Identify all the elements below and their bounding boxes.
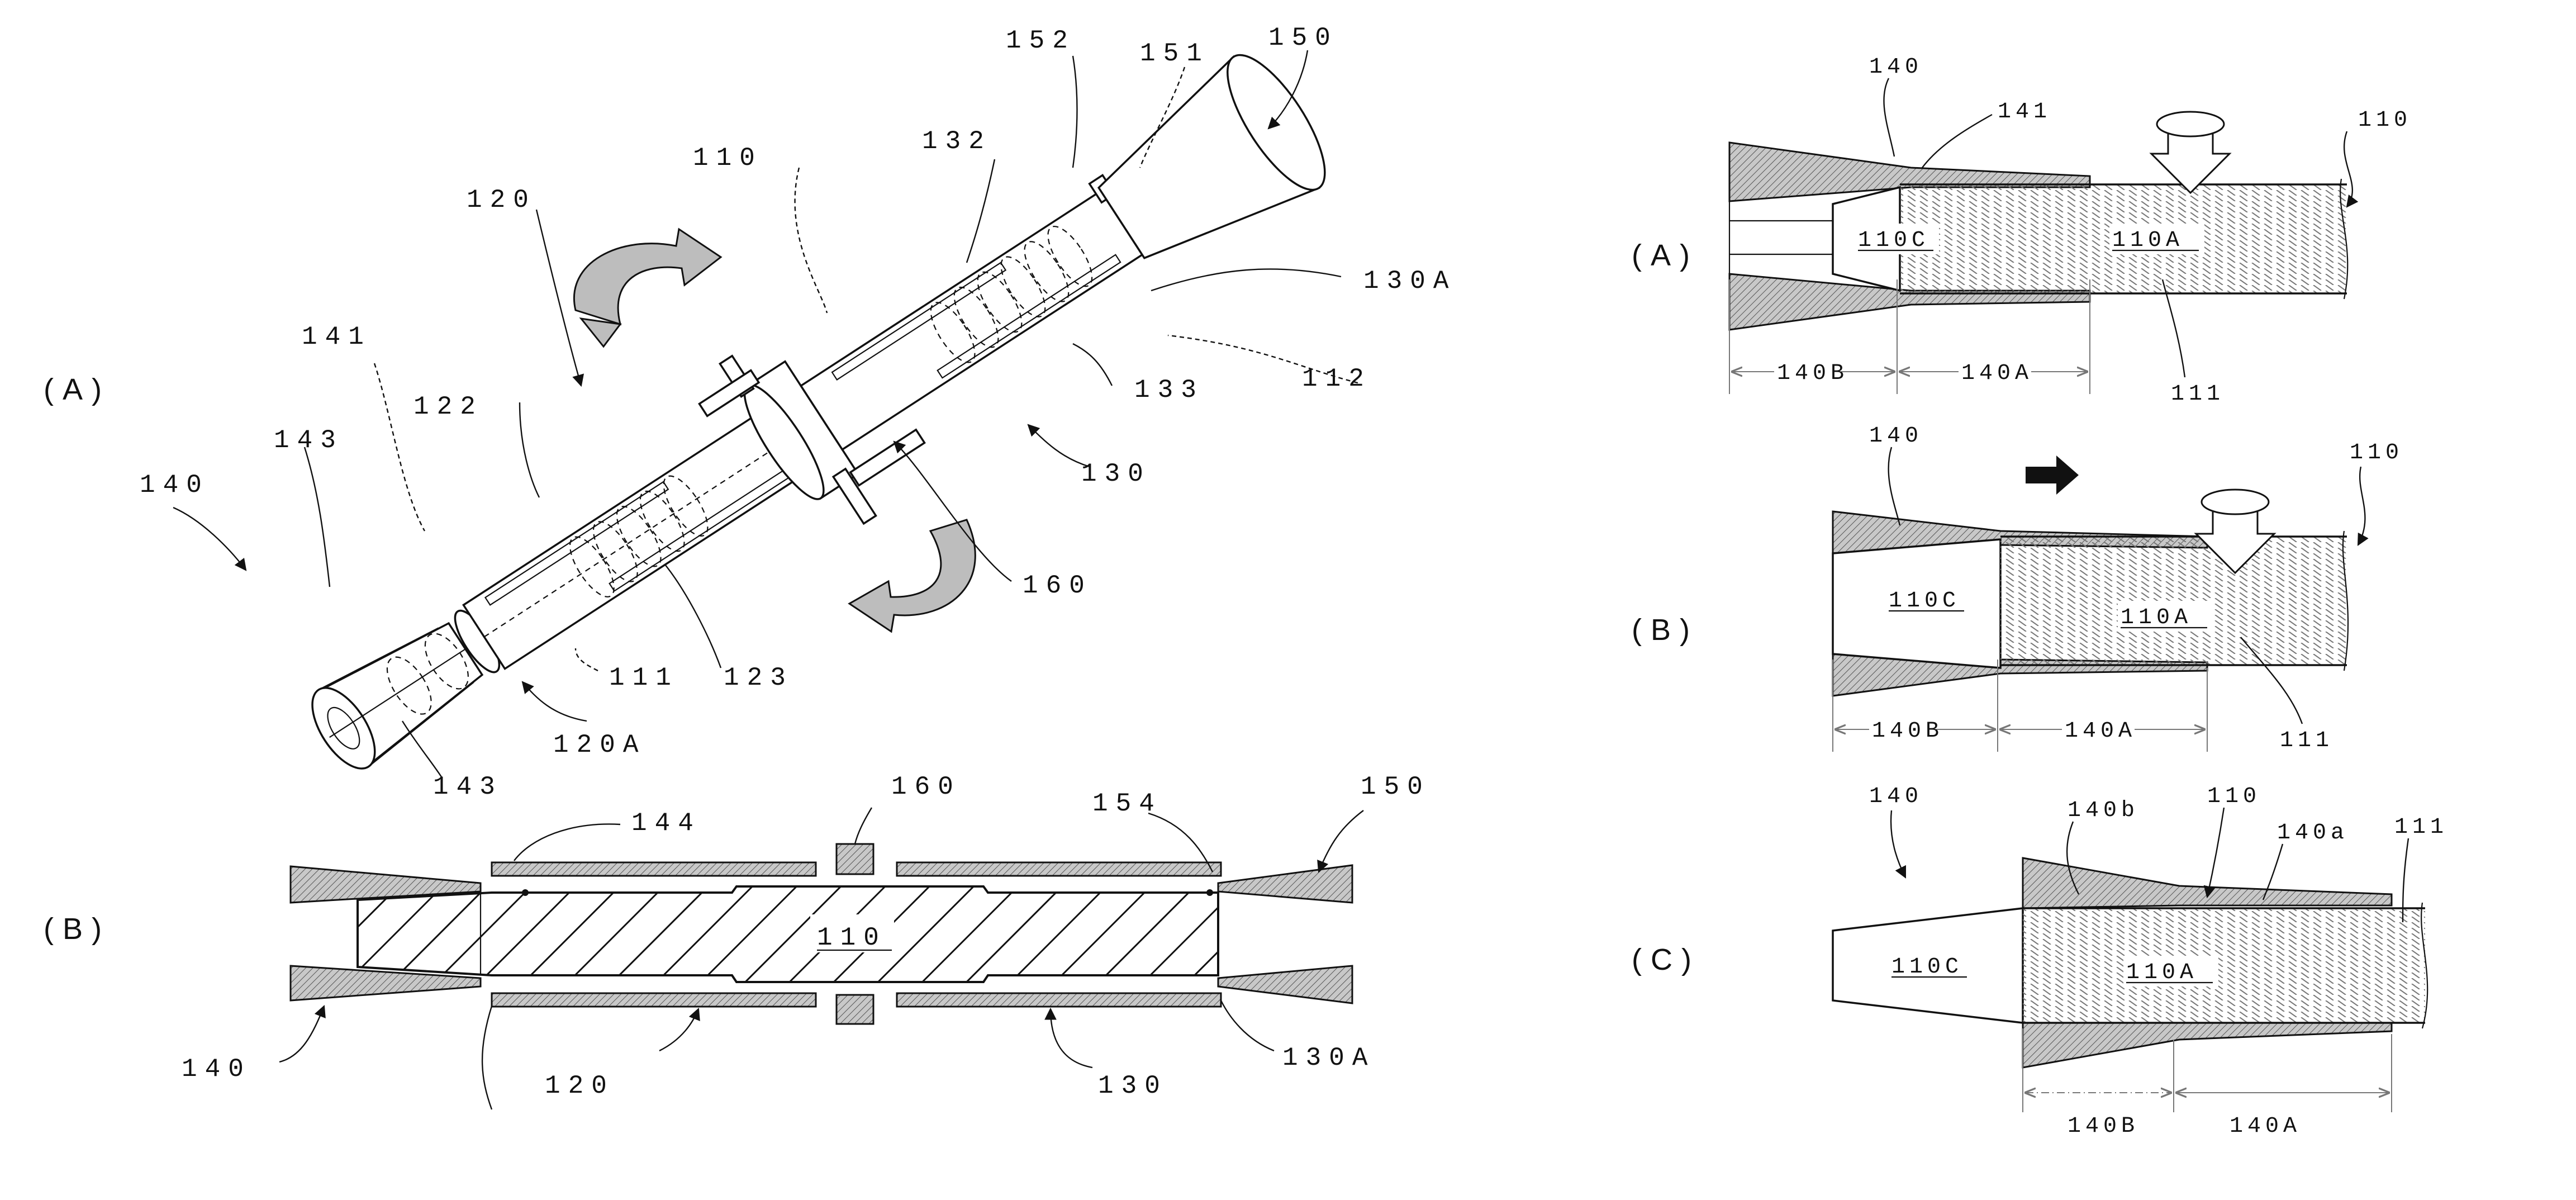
panel-label-b: (B) (44, 912, 111, 946)
label-111-a: 111 (2171, 382, 2225, 407)
label-132: 132 (922, 127, 992, 156)
label-140-c: 140 (1869, 784, 1923, 809)
push-arrow-icon (2149, 111, 2232, 195)
sleeve-130-bottom (896, 992, 1222, 1008)
label-140b-c: 140b (2068, 798, 2139, 823)
dim-140B-a: 140B (1777, 361, 1848, 386)
dim-140A-b: 140A (2065, 719, 2136, 744)
dim-140A-c: 140A (2230, 1114, 2301, 1139)
label-150-section: 150 (1361, 772, 1430, 801)
dim-140B-b: 140B (1872, 719, 1943, 744)
label-120: 120 (467, 186, 536, 215)
label-144: 144 (631, 809, 701, 838)
pin-160-top (835, 843, 874, 875)
label-160: 160 (1023, 571, 1092, 600)
label-140-b: 140 (1869, 424, 1923, 449)
label-110C-a: 110C (1858, 228, 1929, 253)
figure-a-perspective: (A) (44, 23, 1456, 801)
label-110C-b: 110C (1889, 589, 1960, 614)
rotation-arrow-icon (573, 227, 723, 348)
detail-a: (A) 110C 110A 140 141 110 111 (1632, 55, 2412, 407)
label-141: 141 (302, 322, 372, 352)
label-110-section: 110 (817, 923, 887, 952)
label-140-a: 140 (1869, 55, 1923, 80)
label-110C-c: 110C (1891, 955, 1963, 980)
label-123: 123 (724, 663, 793, 693)
collet-lower-c (2022, 1022, 2393, 1069)
label-140-section: 140 (182, 1055, 251, 1084)
label-122: 122 (414, 392, 483, 421)
tool-assembly-drawing (311, 54, 1326, 770)
label-130-section: 130 (1098, 1071, 1168, 1101)
figure-b-section: (B) 110 144 160 154 15 (44, 772, 1430, 1110)
pin-160-bottom (835, 994, 874, 1025)
collet-jaw-bottom (289, 965, 482, 1002)
dim-140B-c: 140B (2068, 1114, 2139, 1139)
label-140: 140 (140, 471, 210, 500)
label-152: 152 (1006, 26, 1076, 55)
label-151: 151 (1140, 39, 1210, 68)
insert-arrow-icon (2026, 456, 2079, 495)
detail-b: (B) 110C 110A 140 110 111 (1632, 424, 2403, 753)
label-110: 110 (693, 144, 763, 173)
dim-140A-a: 140A (1961, 361, 2033, 386)
label-154: 154 (1092, 789, 1162, 818)
label-130A: 130A (1363, 267, 1456, 296)
sleeve-130 (799, 189, 1144, 451)
label-120A: 120A (553, 731, 646, 760)
sleeve-120-top (491, 861, 817, 877)
label-110-c: 110 (2207, 784, 2261, 809)
label-130A-section: 130A (1282, 1044, 1375, 1073)
label-110A-b: 110A (2121, 605, 2192, 630)
sleeve-130-top (896, 861, 1222, 877)
label-160-section: 160 (891, 772, 961, 801)
label-120-section: 120 (545, 1071, 615, 1101)
panel-label-right-b: (B) (1632, 613, 1699, 647)
label-143-top: 143 (274, 426, 344, 455)
push-arrow-icon (2194, 488, 2276, 575)
label-110A-c: 110A (2126, 960, 2198, 985)
label-143-bottom: 143 (433, 772, 503, 801)
rotation-arrow-icon (848, 519, 976, 633)
label-110-a: 110 (2358, 108, 2412, 133)
thread-110A-c (2023, 908, 2425, 1023)
label-110-b: 110 (2350, 440, 2403, 466)
sleeve-120-bottom (491, 992, 817, 1008)
label-133: 133 (1134, 376, 1204, 405)
collet-jaw-top (289, 865, 482, 904)
label-150: 150 (1268, 23, 1338, 53)
label-140a-c: 140a (2277, 820, 2349, 846)
cone-jaw-top (1217, 864, 1353, 904)
label-110A-a: 110A (2112, 228, 2184, 253)
label-111: 111 (609, 663, 679, 693)
panel-label-right-a: (A) (1632, 239, 1699, 272)
label-111-c: 111 (2394, 815, 2448, 840)
collet-upper-c (2022, 857, 2393, 909)
detail-c: (C) 110C 110A 140 140b 110 140a 111 140B… (1632, 784, 2448, 1139)
sleeve-120 (462, 409, 806, 670)
label-141-a: 141 (1998, 99, 2051, 125)
label-130: 130 (1081, 459, 1151, 488)
label-112: 112 (1302, 364, 1372, 393)
panel-label-a: (A) (44, 373, 111, 406)
label-111-b: 111 (2280, 728, 2333, 753)
shaft-110 (357, 885, 1219, 983)
cone-jaw-bottom (1217, 965, 1353, 1004)
panel-label-right-c: (C) (1632, 943, 1700, 976)
